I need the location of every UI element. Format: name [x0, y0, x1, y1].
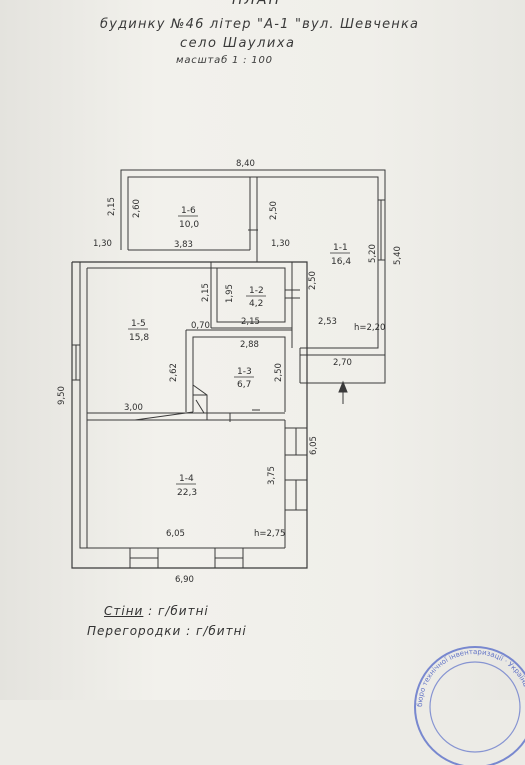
dim-r11-step: 1,30 [271, 239, 290, 249]
dim-r12-ext: 2,50 [308, 271, 318, 290]
room-15-area: 15,8 [129, 333, 149, 343]
stair-element [192, 384, 208, 421]
room-14-area: 22,3 [177, 488, 197, 498]
legend-walls-label: Стіни [104, 604, 144, 618]
dim-r11-w: 2,53 [318, 317, 337, 327]
inner-wall-top-block [127, 176, 379, 349]
dim-r15-h: 2,62 [169, 363, 179, 382]
legend-partitions: Перегородки : г/битні [87, 624, 247, 638]
house-address-line: будинку №46 літер "А-1 "вул. Шевченка [100, 17, 420, 32]
inner-wall-left [79, 262, 87, 549]
dim-r16-h: 2,60 [132, 199, 142, 218]
plan-title: ПЛАН [232, 0, 282, 8]
dim-right-total: 5,40 [393, 246, 403, 265]
room-12-area: 4,2 [249, 299, 263, 309]
room-16-area: 10,0 [179, 220, 199, 230]
entrance-arrow [338, 380, 348, 404]
outer-wall-main-block [71, 261, 308, 569]
room-13-area: 6,7 [237, 380, 251, 390]
door-swing-15-14 [134, 411, 194, 421]
room-13-id: 1-3 [237, 367, 252, 377]
floor-plan: 8,40 2,15 2,60 3,83 1,30 1,30 2,50 5,40 … [57, 159, 403, 585]
village-line: село Шаулиха [180, 36, 296, 51]
legend-walls: Стіни : г/битні [104, 604, 209, 618]
room-15-id: 1-5 [131, 319, 146, 329]
dim-r15-right: 2,15 [201, 283, 211, 302]
dim-left-total: 9,50 [57, 386, 67, 405]
porch-outline [300, 355, 386, 384]
dim-r16-inner: 3,83 [174, 240, 193, 250]
dim-r11-height: h=2,20 [354, 323, 385, 333]
dim-porch-w: 2,70 [333, 358, 352, 368]
legend-walls-value: : г/битні [143, 604, 209, 618]
stair-diag [195, 399, 205, 414]
room-11-area: 16,4 [331, 257, 351, 267]
official-stamp: бюро технічної інвентаризації · Україна … [400, 645, 525, 765]
dim-r14-height: h=2,75 [254, 529, 285, 539]
dim-r14-h: 3,75 [267, 466, 277, 485]
dim-r15-small: 0,70 [191, 321, 210, 331]
dim-r13-h: 2,50 [274, 363, 284, 382]
room-13-walls [192, 336, 286, 412]
dim-r12-h: 1,95 [225, 284, 235, 303]
scale-line: масштаб 1 : 100 [176, 55, 273, 66]
stamp-text: бюро технічної інвентаризації · Україна … [400, 645, 525, 707]
svg-text:бюро технічної інвентаризації: бюро технічної інвентаризації · Україна … [400, 645, 525, 707]
dim-top-total: 8,40 [236, 159, 255, 169]
dim-r15-w: 3,00 [124, 403, 143, 413]
dim-r13-w: 2,88 [240, 340, 259, 350]
outer-wall-top-block [120, 169, 386, 356]
dim-r14-w: 6,05 [166, 529, 185, 539]
dim-r16-mid: 2,50 [269, 201, 279, 220]
dim-r12-w: 2,15 [241, 317, 260, 327]
room-11-id: 1-1 [333, 243, 348, 253]
dim-left-step: 1,30 [93, 239, 112, 249]
dim-r14-right: 6,05 [309, 436, 319, 455]
room-12-id: 1-2 [249, 286, 264, 296]
room-14-id: 1-4 [179, 474, 194, 484]
room-12-box [216, 267, 286, 323]
room-16-id: 1-6 [181, 206, 196, 216]
dim-r11-h: 5,20 [368, 244, 378, 263]
dim-bottom-total: 6,90 [175, 575, 194, 585]
dim-left-ext: 2,15 [107, 197, 117, 216]
